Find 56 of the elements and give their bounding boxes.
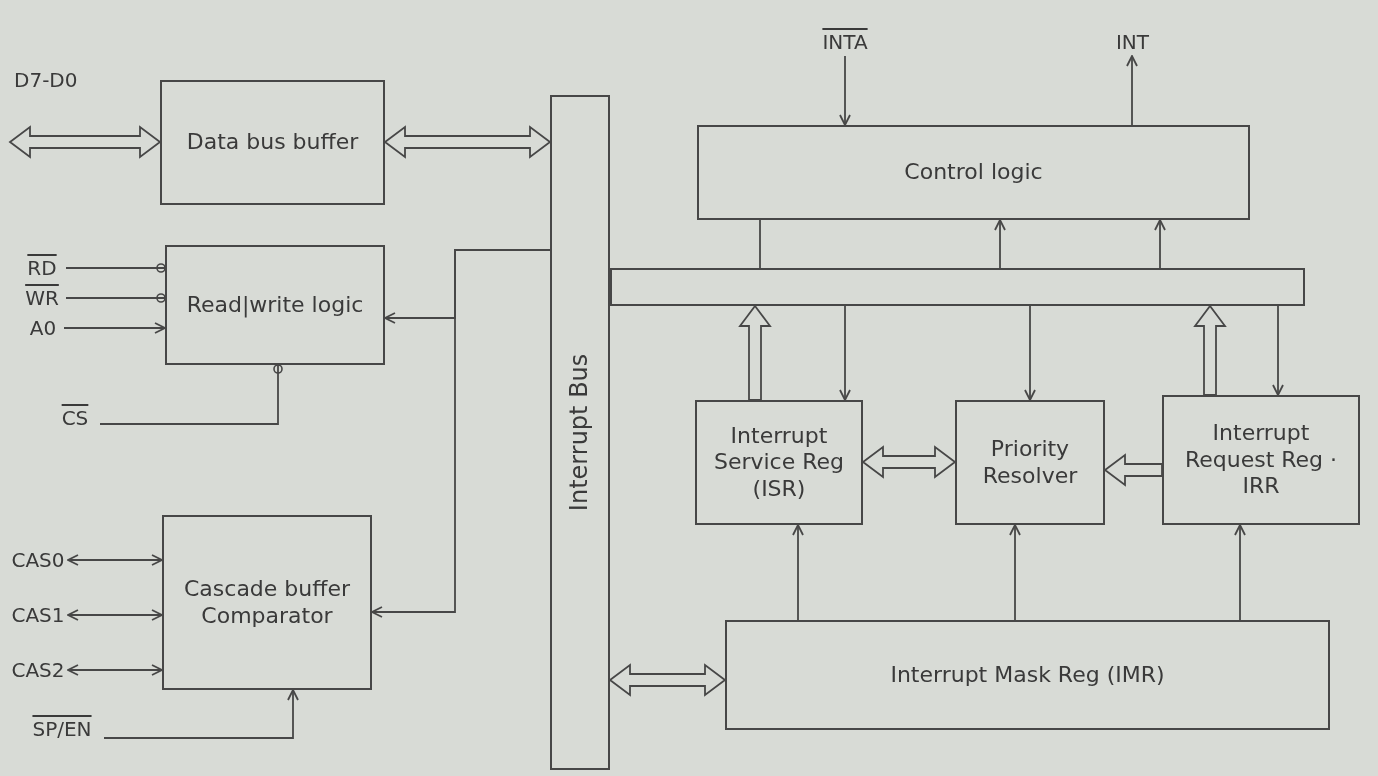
connector-line [759,219,761,269]
arrow [994,219,1006,269]
arrow [67,554,163,566]
block-box [695,400,863,525]
block-label: Priority Resolver [981,435,1079,490]
signal-label: CAS2 [8,658,68,682]
block-label: Read|write logic [185,290,365,320]
bus-arrow [738,304,772,401]
bus-arrow [1193,304,1227,396]
block-label: Interrupt Request Reg · IRR [1183,419,1339,501]
signal-label: WR [18,285,66,311]
block-box [160,80,385,205]
signal-label: CAS0 [8,548,68,572]
arrow [1009,524,1021,621]
arrow [63,322,166,334]
arrow [103,689,299,739]
arrow [1024,305,1036,401]
bus-branch [610,268,1305,306]
signal-label: A0 [22,315,64,341]
signal-label: SP/EN [20,715,104,743]
block-label: Interrupt Service Reg (ISR) [712,421,846,503]
block-box [162,515,372,690]
bus-arrow [608,663,727,697]
arrow [67,609,163,621]
block-box [955,400,1105,525]
block-label: Cascade buffer Comparator [183,575,351,630]
block-label: Data bus buffer [185,128,360,157]
block-box [725,620,1330,730]
signal-label: INTA [815,28,875,56]
block-box [697,125,1250,220]
bus-label: Interrupt Bus [564,352,595,514]
arrow [1126,55,1138,126]
bus-arrow [1103,453,1163,487]
bus-band [550,95,610,770]
block-box [165,245,385,365]
arrow [1272,305,1284,396]
signal-label: CAS1 [8,603,68,627]
arrow [839,305,851,401]
bus-arrow [8,125,162,159]
block-label: Interrupt Mask Reg (IMR) [889,660,1166,689]
arrow [839,55,851,126]
signal-line [65,263,166,273]
signal-label: INT [1105,28,1160,56]
arrow [67,664,163,676]
bus-arrow [383,125,552,159]
arrow [792,524,804,621]
signal-label: D7-D0 [14,68,78,92]
signal-label: CS [50,405,100,431]
arrow [1154,219,1166,269]
signal-line [99,364,283,425]
signal-label: RD [18,255,66,281]
signal-line [65,293,166,303]
block-label: Control logic [903,158,1044,187]
bus-arrow [861,445,957,479]
block-box [1162,395,1360,525]
arrow [1234,524,1246,621]
